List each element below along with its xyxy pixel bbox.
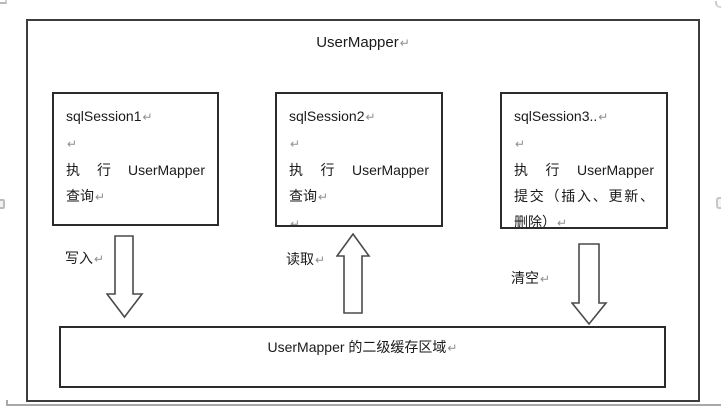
sqlsession3-title: sqlSession3..: [514, 108, 598, 124]
write-label[interactable]: 写入↵: [65, 250, 105, 266]
paragraph-mark: ↵: [67, 137, 78, 151]
sqlsession1-action-line2: 查询↵: [66, 188, 106, 204]
second-level-cache-box[interactable]: UserMapper 的二级缓存区域↵: [59, 326, 666, 388]
paragraph-mark: ↵: [399, 36, 410, 50]
paragraph-mark: ↵: [315, 253, 326, 267]
sqlsession1-title: sqlSession1: [66, 108, 142, 124]
paragraph-mark: ↵: [540, 272, 551, 286]
page-corner-mark-top-right: [715, 1, 721, 8]
sqlsession3-action-line2: 提交（插入、更新、: [514, 188, 654, 204]
sqlsession3-box[interactable]: sqlSession3..↵ ↵ 执 行 UserMapper 提交（插入、更新…: [500, 92, 668, 229]
diagram-canvas[interactable]: UserMapper↵ sqlSession1↵ ↵ 执 行 UserMappe…: [26, 19, 700, 402]
blank-line: ↵: [66, 130, 205, 157]
paragraph-mark: ↵: [94, 252, 105, 266]
page-bottom-edge: [6, 404, 721, 406]
read-up-arrow[interactable]: [336, 233, 371, 315]
canvas-resize-handle-right[interactable]: [716, 197, 721, 209]
sqlsession1-action-line1: 执 行 UserMapper: [66, 162, 205, 178]
page-corner-mark-top-left: [0, 0, 7, 4]
paragraph-mark: ↵: [290, 137, 301, 151]
paragraph-mark: ↵: [598, 110, 609, 124]
paragraph-mark: ↵: [142, 110, 153, 124]
sqlsession3-action-line3: 删除）↵: [514, 214, 568, 229]
blank-line: ↵: [289, 130, 429, 157]
clear-label[interactable]: 清空↵: [511, 270, 551, 286]
sqlsession2-box[interactable]: sqlSession2↵ ↵ 执 行 UserMapper 查询↵ ↵: [275, 92, 443, 227]
sqlsession2-title: sqlSession2: [289, 108, 365, 124]
paragraph-mark: ↵: [365, 110, 376, 124]
sqlsession2-action-line2: 查询↵: [289, 188, 329, 204]
paragraph-mark: ↵: [290, 217, 301, 227]
sqlsession2-action-line1: 执 行 UserMapper: [289, 162, 429, 178]
diagram-title: UserMapper↵: [28, 34, 698, 51]
canvas-resize-handle-left[interactable]: [0, 199, 5, 209]
paragraph-mark: ↵: [515, 137, 526, 151]
blank-line: ↵: [514, 130, 654, 157]
paragraph-mark: ↵: [95, 190, 106, 204]
sqlsession1-title-line: sqlSession1↵: [66, 103, 205, 130]
sqlsession3-action-line1: 执 行 UserMapper: [514, 162, 654, 178]
sqlsession3-title-line: sqlSession3..↵: [514, 103, 654, 130]
paragraph-mark: ↵: [318, 190, 329, 204]
sqlsession2-title-line: sqlSession2↵: [289, 103, 429, 130]
clear-down-arrow[interactable]: [571, 243, 608, 326]
write-down-arrow[interactable]: [106, 235, 144, 319]
page-bottom-edge-corner: [6, 400, 8, 405]
paragraph-mark: ↵: [447, 341, 458, 355]
sqlsession1-box[interactable]: sqlSession1↵ ↵ 执 行 UserMapper 查询↵: [52, 92, 219, 226]
read-label[interactable]: 读取↵: [286, 251, 326, 267]
paragraph-mark: ↵: [557, 216, 568, 229]
diagram-title-text: UserMapper: [316, 34, 399, 51]
blank-line: ↵: [289, 210, 429, 227]
cache-box-label: UserMapper 的二级缓存区域: [267, 339, 447, 355]
